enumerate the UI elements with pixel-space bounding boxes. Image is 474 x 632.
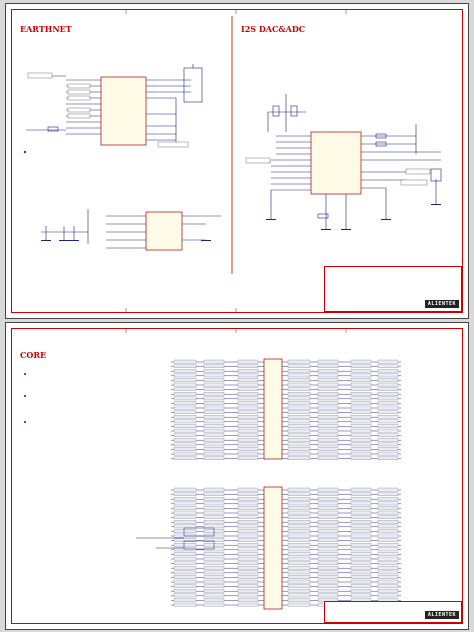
i2s-section-title: I2S DAC&ADC	[241, 24, 306, 34]
core-section-title: CORE	[20, 350, 47, 360]
earthnet-section-title: EARTHNET	[20, 24, 72, 34]
alientek-logo: ALIENTEK	[424, 611, 459, 619]
title-block-top: ALIENTEK	[324, 266, 462, 312]
schematic-sheet-bottom: CORE ALIENTEK	[5, 322, 469, 630]
sheet-border	[11, 9, 463, 313]
schematic-drawing-top	[24, 9, 442, 313]
schematic-drawing-bottom	[24, 328, 401, 610]
title-block-bottom: ALIENTEK	[324, 601, 462, 623]
schematic-sheet-top: EARTHNET I2S DAC&ADC	[5, 3, 469, 319]
alientek-logo: ALIENTEK	[424, 300, 459, 308]
sheet-border	[11, 328, 463, 624]
